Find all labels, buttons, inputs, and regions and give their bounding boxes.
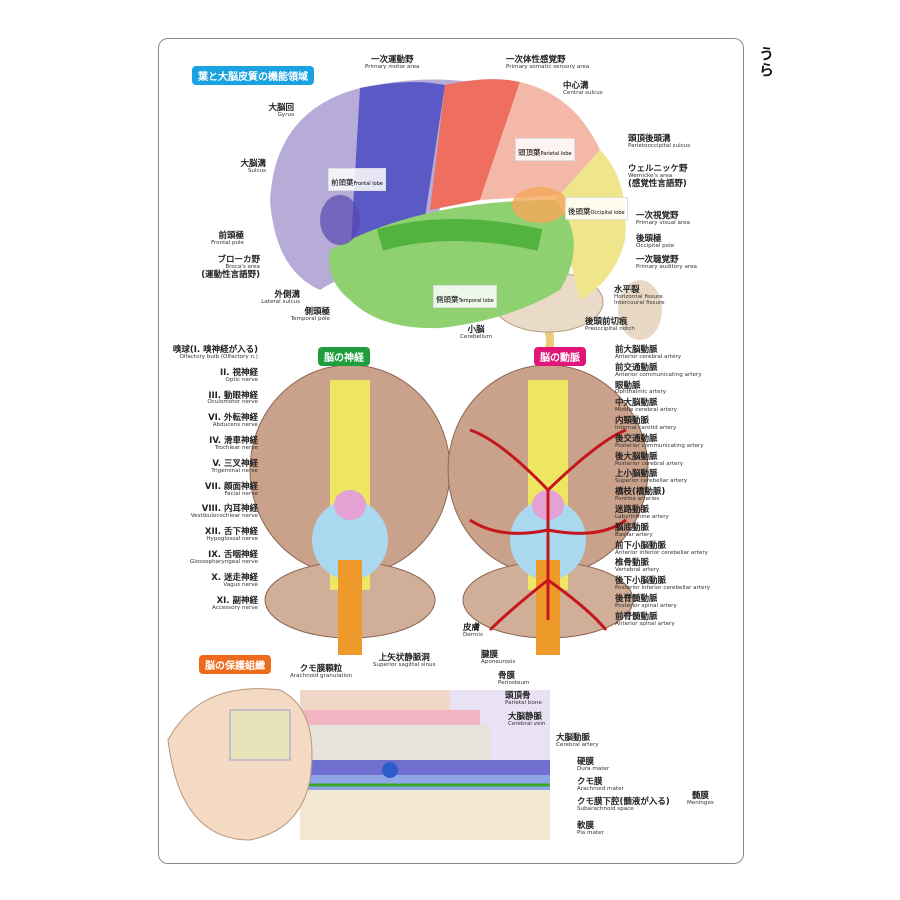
lateral-brain bbox=[270, 79, 662, 367]
header-nerves: 脳の神経 bbox=[318, 347, 370, 366]
lobe-parietal: 頭頂葉Parietal lobe bbox=[515, 138, 575, 161]
lobe-temporal: 側頭葉Temporal lobe bbox=[433, 285, 497, 308]
side-label: うら bbox=[757, 46, 775, 78]
lobe-occipital: 後頭葉Occipital lobe bbox=[565, 197, 628, 220]
header-arteries: 脳の動脈 bbox=[534, 347, 586, 366]
header-functional-areas: 葉と大脳皮質の機能領域 bbox=[192, 66, 314, 85]
inferior-brain-nerves bbox=[249, 364, 451, 655]
lobe-frontal: 前頭葉Frontal lobe bbox=[328, 168, 386, 191]
label-subarachnoid: クモ膜下腔(髄液が入る)Subarachnoid space bbox=[577, 797, 670, 812]
header-protection: 脳の保護組織 bbox=[199, 655, 271, 674]
artery-item: 橋枝(橋動脈)Pontine arteries bbox=[615, 487, 666, 503]
nerve-list: 嗅球(I. 嗅神経が入る)Olfactory bulb (Olfactory n… bbox=[173, 346, 259, 619]
nerve-item: 嗅球(I. 嗅神経が入る)Olfactory bulb (Olfactory n… bbox=[172, 345, 258, 360]
protective-layers bbox=[167, 688, 550, 841]
